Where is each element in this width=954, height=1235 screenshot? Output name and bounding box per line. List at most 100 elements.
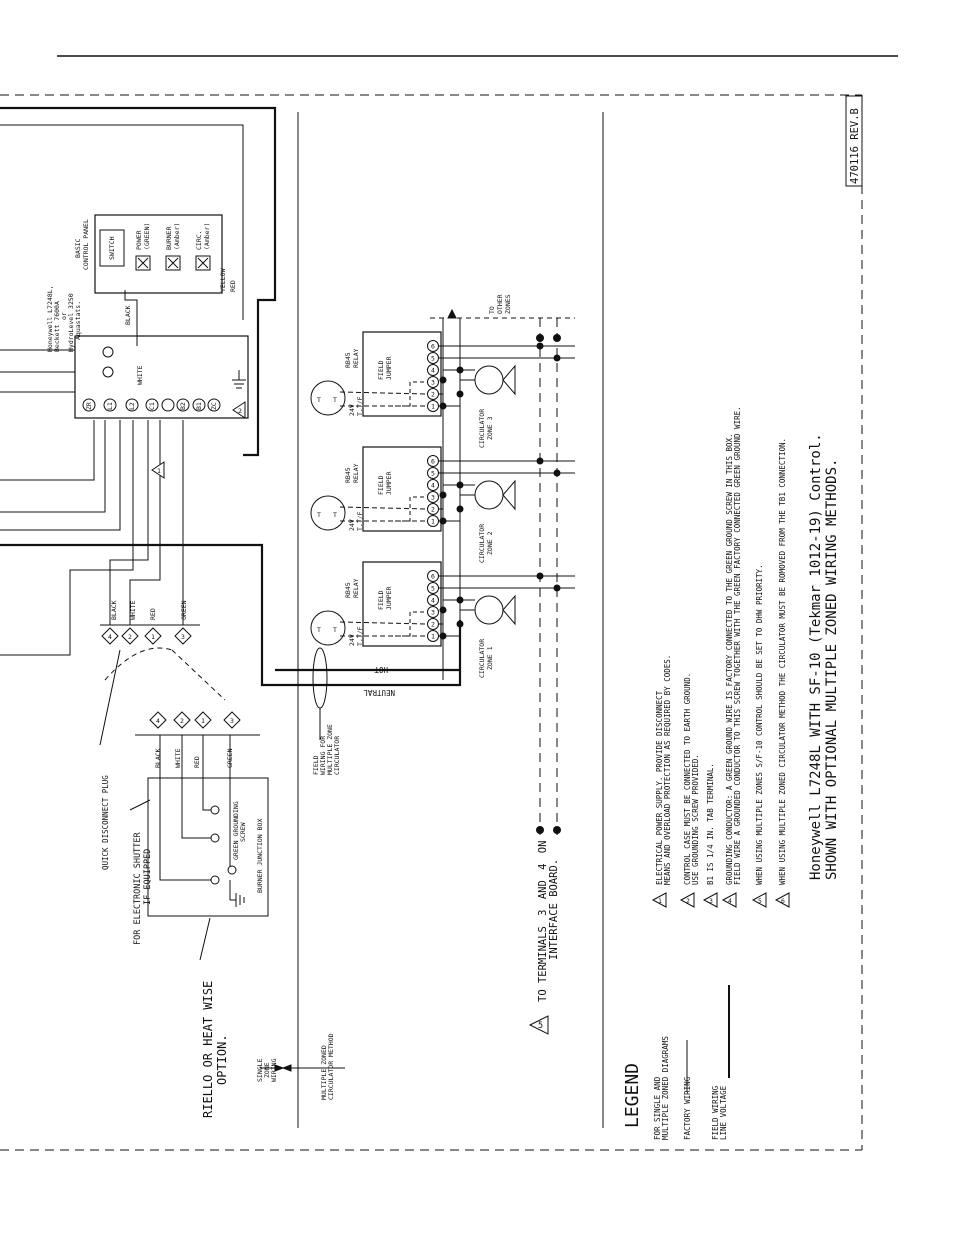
thermostat-wire: [339, 621, 428, 637]
circulator-label: CIRCULATOR: [478, 639, 486, 678]
relay-terminal-num: 5: [431, 585, 435, 593]
relay-terminal-num: 1: [431, 633, 435, 641]
relay-label-2: RELAY: [352, 578, 360, 598]
thermostat-t-terminal: T: [317, 626, 321, 634]
aquastat-control: [74, 335, 249, 419]
relay-terminal-num: 2: [431, 391, 435, 399]
riello-option-1: RIELLO OR HEAT WISE: [201, 981, 215, 1118]
bus-dot: [536, 826, 544, 834]
plug-wire-black: BLACK: [110, 600, 118, 620]
revision-tag: 470116 REV.B: [849, 108, 861, 184]
jb-wire-green: GREEN: [226, 748, 234, 768]
relay-bus-wire: [438, 460, 575, 522]
thermostat-wire: [339, 506, 428, 522]
ground-screw-label-2: SCREW: [239, 822, 247, 842]
jumper-label-2: JUMPER: [385, 471, 393, 495]
field-wiring-3: MULTIPLE ZONE: [326, 724, 334, 775]
note-triangle-icon: [751, 892, 767, 908]
interface-line-1: TO TERMINALS 3 AND 4 ON: [537, 841, 549, 1002]
bus-dot: [553, 334, 561, 342]
jb-pin-3: 1: [201, 717, 205, 725]
field-jumper-wire: [395, 496, 427, 522]
note-number: 4: [728, 897, 732, 905]
relay-terminal-num: 1: [431, 403, 435, 411]
single-zone-2: ZONE: [263, 1062, 271, 1078]
field-wiring-1: FIELD: [312, 755, 320, 775]
circulator-volute-icon: [502, 479, 516, 511]
circulator-pump-icon: [474, 595, 504, 625]
quick-disconnect-label: QUICK DISCONNECT PLUG: [101, 775, 110, 870]
interface-to-terminals: TO TERMINALS: [537, 926, 549, 1002]
interface-on: ON: [537, 841, 549, 854]
riello-option-2: OPTION.: [215, 1034, 229, 1085]
quick-disconnect-plug: [99, 624, 226, 746]
thermostat-icon: [310, 380, 346, 416]
shutter-label-1: FOR ELECTRONIC SHUTTER: [133, 832, 143, 945]
jumper-label-1: FIELD: [377, 360, 385, 380]
neutral-label: NEUTRAL: [363, 688, 395, 697]
relay-terminal-num: 3: [431, 494, 435, 502]
panel-title-2: CONTROL PANEL: [82, 219, 90, 270]
callout-2-num: 2: [238, 407, 242, 415]
relay-terminal: [427, 606, 439, 618]
panel-power-2: (GREEN): [143, 223, 151, 250]
note-triangle-icon: [721, 892, 737, 908]
basic-control-panel: [94, 214, 223, 294]
terminal-l2: L2: [128, 402, 136, 410]
thermostat-t-terminal: T: [333, 511, 337, 519]
note-text-line: WHEN USING MULTIPLE ZONED CIRCULATOR MET…: [778, 438, 787, 885]
interface-note-icon: [528, 1015, 549, 1035]
circulator-pump-icon: [474, 365, 504, 395]
bus-dot: [553, 826, 561, 834]
relay-terminal-num: 6: [431, 458, 435, 466]
diagram-title-2: SHOWN WITH OPTIONAL MULTIPLE ZONED WIRIN…: [824, 459, 840, 880]
method-arrows: [260, 1064, 345, 1072]
single-zone-3: WIRING: [270, 1058, 278, 1082]
thermostat-wire: [339, 391, 428, 407]
terminal-l1: L1: [106, 402, 114, 410]
thermostat-t-terminal: T: [317, 396, 321, 404]
relay-terminal-num: 4: [431, 367, 435, 375]
note-text-line: USE GROUNDING SCREW PROVIDED.: [691, 754, 700, 885]
hot-neutral-wiring: [312, 647, 328, 740]
relay-terminal-num: 6: [431, 343, 435, 351]
panel-title-1: BASIC: [74, 238, 82, 258]
note-text-line: FIELD WIRE A GROUNDED CONDUCTOR TO THIS …: [733, 406, 742, 885]
single-zone-1: SINGLE: [256, 1058, 264, 1082]
note-triangle-icon: [774, 892, 790, 908]
relay-terminal: [427, 594, 439, 606]
terminal-b1: B1: [195, 402, 203, 410]
terminal-zc: ZC: [210, 402, 218, 410]
jb-pin-2: 2: [180, 717, 184, 725]
circulator-zone-label: ZONE 2: [486, 531, 494, 555]
interface-line-2: INTERFACE BOARD.: [548, 859, 560, 960]
relay-bus-wire: [438, 575, 575, 637]
relay-terminal-num: 6: [431, 573, 435, 581]
plug-pin-3: 1: [151, 633, 155, 641]
terminal-zr: ZR: [85, 402, 93, 410]
note-text-line: CONTROL CASE MUST BE CONNECTED TO EARTH …: [683, 673, 692, 885]
note-number: 3: [709, 897, 713, 905]
legend-field-2: LINE VOLTAGE: [719, 1085, 728, 1140]
aquastat-model-4: HydroLevel 3250: [67, 293, 75, 352]
control-terminals: [82, 346, 221, 412]
field-wiring-4: CIRCULATOR: [333, 736, 341, 775]
thermostat-icon: [310, 610, 346, 646]
thermostat-label-1: 24V: [348, 404, 356, 416]
callout-triangles: [151, 401, 246, 479]
plug-wire-white: WHITE: [129, 600, 137, 620]
plug-wire-red: RED: [149, 608, 157, 620]
note-text-line: GROUNDING CONDUCTOR: A GREEN GROUND WIRE…: [725, 433, 734, 885]
relay-terminal: [427, 491, 439, 503]
jb-wire-red: RED: [193, 756, 201, 768]
panel-switch-label: SWITCH: [108, 236, 116, 260]
panel-burner-1: BURNER: [165, 226, 173, 250]
note-triangle-icon: [651, 892, 667, 908]
diagram-border: [0, 94, 863, 1151]
relay-terminal: [427, 364, 439, 376]
wire-black-label: BLACK: [124, 305, 132, 325]
relay-terminal-num: 4: [431, 597, 435, 605]
